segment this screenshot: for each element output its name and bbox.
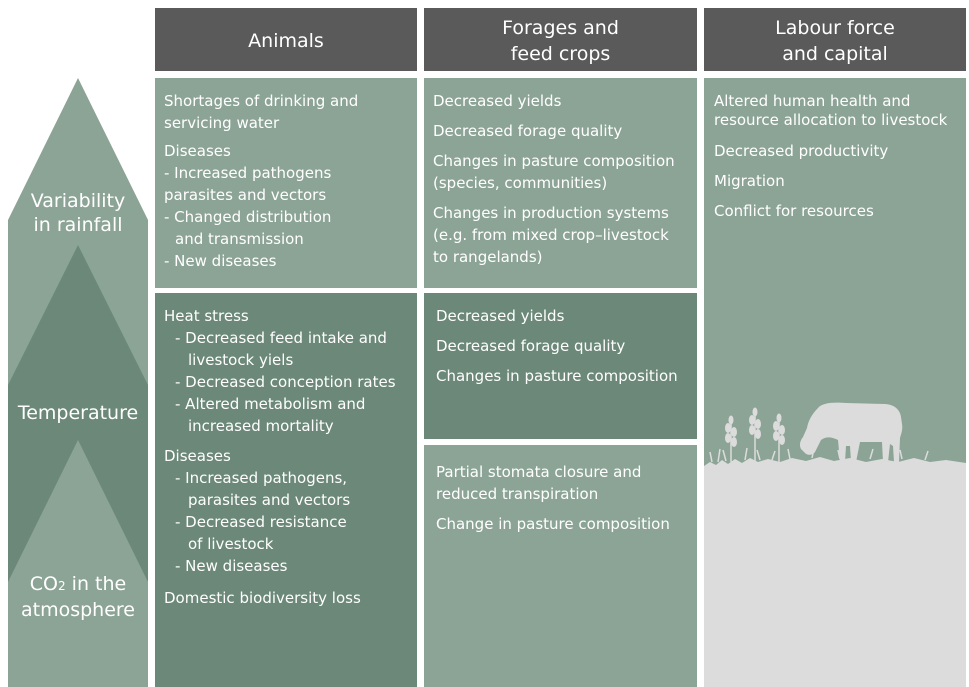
header-labour-text: Labour force and capital (775, 16, 895, 65)
header-animals: Animals (155, 8, 417, 71)
text: Decreased forage quality (436, 337, 626, 355)
text: reduced transpiration (436, 485, 599, 503)
text: Heat stress (164, 307, 249, 325)
text: - Increased pathogens, (175, 469, 348, 487)
text: - New diseases (164, 252, 277, 270)
text: Changes in pasture composition (436, 367, 678, 385)
text: - Decreased resistance (175, 513, 347, 531)
text: Decreased yields (433, 92, 562, 110)
text: - Changed distribution (164, 208, 332, 226)
text: Change in pasture composition (436, 515, 670, 533)
cell-forages-co2: Partial stomata closure and reduced tran… (424, 445, 697, 687)
text: of livestock (188, 535, 274, 553)
text: Decreased yields (436, 307, 565, 325)
label-co2: CO2 in the atmosphere (8, 572, 148, 622)
text: resource allocation to livestock (714, 111, 948, 129)
text: Diseases (164, 142, 231, 160)
co2-line2: atmosphere (21, 599, 135, 621)
text: to rangelands) (433, 248, 543, 266)
co2-triangle (8, 440, 148, 687)
text: (e.g. from mixed crop–livestock (433, 226, 669, 244)
text: - Decreased feed intake and (175, 329, 387, 347)
text: parasites and vectors (164, 186, 327, 204)
text: Diseases (164, 447, 231, 465)
text: Decreased forage quality (433, 122, 623, 140)
text: and transmission (175, 230, 304, 248)
co2-subscript: 2 (58, 579, 66, 593)
cell-forages-rainfall: Decreased yields Decreased forage qualit… (424, 78, 697, 288)
text: - New diseases (175, 557, 288, 575)
text: Partial stomata closure and (436, 463, 642, 481)
header-labour: Labour force and capital (704, 8, 966, 71)
cell-animals-rainfall: Shortages of drinking and servicing wate… (155, 78, 417, 288)
text: Migration (714, 172, 785, 190)
text: Conflict for resources (714, 202, 874, 220)
label-temperature: Temperature (17, 402, 139, 424)
text: livestock yiels (188, 351, 294, 369)
cell-forages-temperature: Decreased yields Decreased forage qualit… (424, 293, 697, 439)
text: parasites and vectors (188, 491, 351, 509)
text: Altered human health and (714, 92, 911, 110)
text: increased mortality (188, 417, 334, 435)
label-rainfall: Variability in rainfall (30, 190, 126, 236)
text: Changes in pasture composition (433, 152, 675, 170)
cell-animals-temperature: Heat stress - Decreased feed intake and … (155, 293, 417, 687)
text: (species, communities) (433, 174, 608, 192)
co2-rest: in the (65, 573, 127, 595)
co2-main: CO (29, 573, 58, 595)
header-animals-text: Animals (248, 29, 324, 52)
text: Domestic biodiversity loss (164, 589, 361, 607)
text: - Altered metabolism and (175, 395, 366, 413)
cell-labour: Altered human health and resource alloca… (704, 78, 966, 687)
text: - Decreased conception rates (175, 373, 396, 391)
text: - Increased pathogens (164, 164, 332, 182)
text: Changes in production systems (433, 204, 669, 222)
text: servicing water (164, 114, 280, 132)
header-forages-text: Forages and feed crops (502, 16, 619, 65)
text: Decreased productivity (714, 142, 889, 160)
text: Shortages of drinking and (164, 92, 359, 110)
header-forages: Forages and feed crops (424, 8, 697, 71)
